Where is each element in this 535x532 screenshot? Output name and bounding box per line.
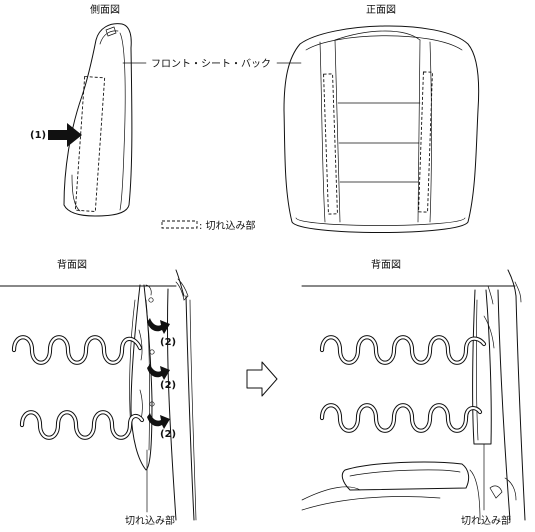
back-view-left-title: 背面図 bbox=[57, 258, 87, 271]
part-name-label: フロント・シート・バック bbox=[151, 58, 271, 70]
direction-arrow-2a bbox=[147, 318, 170, 334]
left-back-frame bbox=[0, 269, 197, 521]
front-view-title: 正面図 bbox=[366, 4, 396, 16]
callout-1: (1) bbox=[30, 130, 46, 141]
cut-right-label: 切れ込み部 bbox=[461, 514, 511, 527]
callout-2a: (2) bbox=[160, 337, 176, 348]
side-view-title: 側面図 bbox=[90, 3, 120, 16]
direction-arrow-1 bbox=[48, 123, 82, 147]
front-cut-region-right bbox=[418, 71, 433, 213]
side-cut-region bbox=[74, 75, 106, 213]
back-view-right-title: 背面図 bbox=[371, 258, 401, 271]
right-springs bbox=[319, 335, 487, 433]
legend-label: : 切れ込み部 bbox=[199, 219, 256, 232]
right-back-frame bbox=[301, 269, 526, 521]
direction-arrow-2c bbox=[147, 413, 170, 429]
front-cut-region-left bbox=[323, 73, 338, 215]
side-view-seat-back bbox=[63, 23, 133, 217]
front-view-seat-back bbox=[283, 25, 480, 233]
callout-2b: (2) bbox=[160, 380, 176, 391]
direction-arrow-2b bbox=[147, 364, 170, 380]
callout-2c: (2) bbox=[160, 429, 176, 440]
cut-left-label: 切れ込み部 bbox=[125, 514, 175, 527]
transition-arrow bbox=[246, 361, 278, 397]
legend-dashed-box bbox=[161, 220, 198, 229]
left-springs bbox=[11, 335, 145, 440]
